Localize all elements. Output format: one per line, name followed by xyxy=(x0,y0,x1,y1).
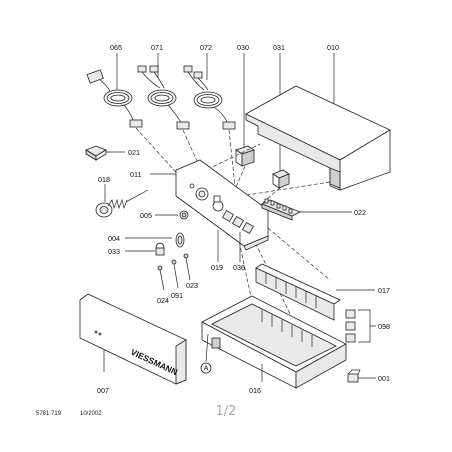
label-004: 004 xyxy=(108,234,120,243)
knob-018 xyxy=(95,184,149,218)
label-016: 016 xyxy=(249,386,261,395)
callout-a-label: A xyxy=(204,364,209,373)
doc-date: 10/2002 xyxy=(80,411,102,417)
label-019: 019 xyxy=(211,263,223,272)
page-indicator: 1/2 xyxy=(216,404,237,419)
plug-033 xyxy=(125,242,165,256)
label-011: 011 xyxy=(130,170,141,179)
module-030 xyxy=(235,145,255,167)
doc-number: 5781 719 xyxy=(36,411,62,417)
frame-017 xyxy=(255,263,375,321)
label-010: 010 xyxy=(327,43,339,52)
cable-harness-071 xyxy=(137,53,190,130)
ring-004 xyxy=(125,232,185,248)
label-023: 023 xyxy=(186,281,198,290)
front-panel-007: VIESSMANN xyxy=(79,293,187,385)
label-007: 007 xyxy=(97,386,109,395)
cable-harness-065 xyxy=(86,53,143,128)
cable-harness-072 xyxy=(183,53,236,130)
label-091: 091 xyxy=(171,291,183,300)
label-072: 072 xyxy=(200,43,212,52)
screw-024 xyxy=(157,265,165,291)
label-018: 018 xyxy=(98,175,110,184)
washer-005 xyxy=(155,210,189,220)
label-024: 024 xyxy=(157,296,169,305)
label-036: 036 xyxy=(233,263,245,272)
label-031: 031 xyxy=(273,43,285,52)
label-033: 033 xyxy=(108,247,120,256)
label-030: 030 xyxy=(237,43,249,52)
screw-023 xyxy=(183,253,191,281)
control-panel-011 xyxy=(150,159,269,251)
cover-010 xyxy=(245,53,391,191)
module-031 xyxy=(272,169,290,189)
screw-091 xyxy=(171,259,179,289)
label-071: 071 xyxy=(151,43,163,52)
label-017: 017 xyxy=(378,286,390,295)
label-021: 021 xyxy=(128,148,140,157)
clips-098 xyxy=(345,309,376,343)
clip-001 xyxy=(347,369,376,383)
housing-016 xyxy=(201,295,347,389)
label-005: 005 xyxy=(140,211,152,220)
clip-021 xyxy=(85,145,125,161)
label-098: 098 xyxy=(378,322,390,331)
part-labels: 065 071 072 030 031 010 021 018 011 005 … xyxy=(97,43,390,395)
label-001: 001 xyxy=(378,374,390,383)
label-065: 065 xyxy=(110,43,122,52)
callout-a: A xyxy=(200,333,212,374)
terminal-strip-022 xyxy=(261,198,352,221)
label-022: 022 xyxy=(354,208,366,217)
